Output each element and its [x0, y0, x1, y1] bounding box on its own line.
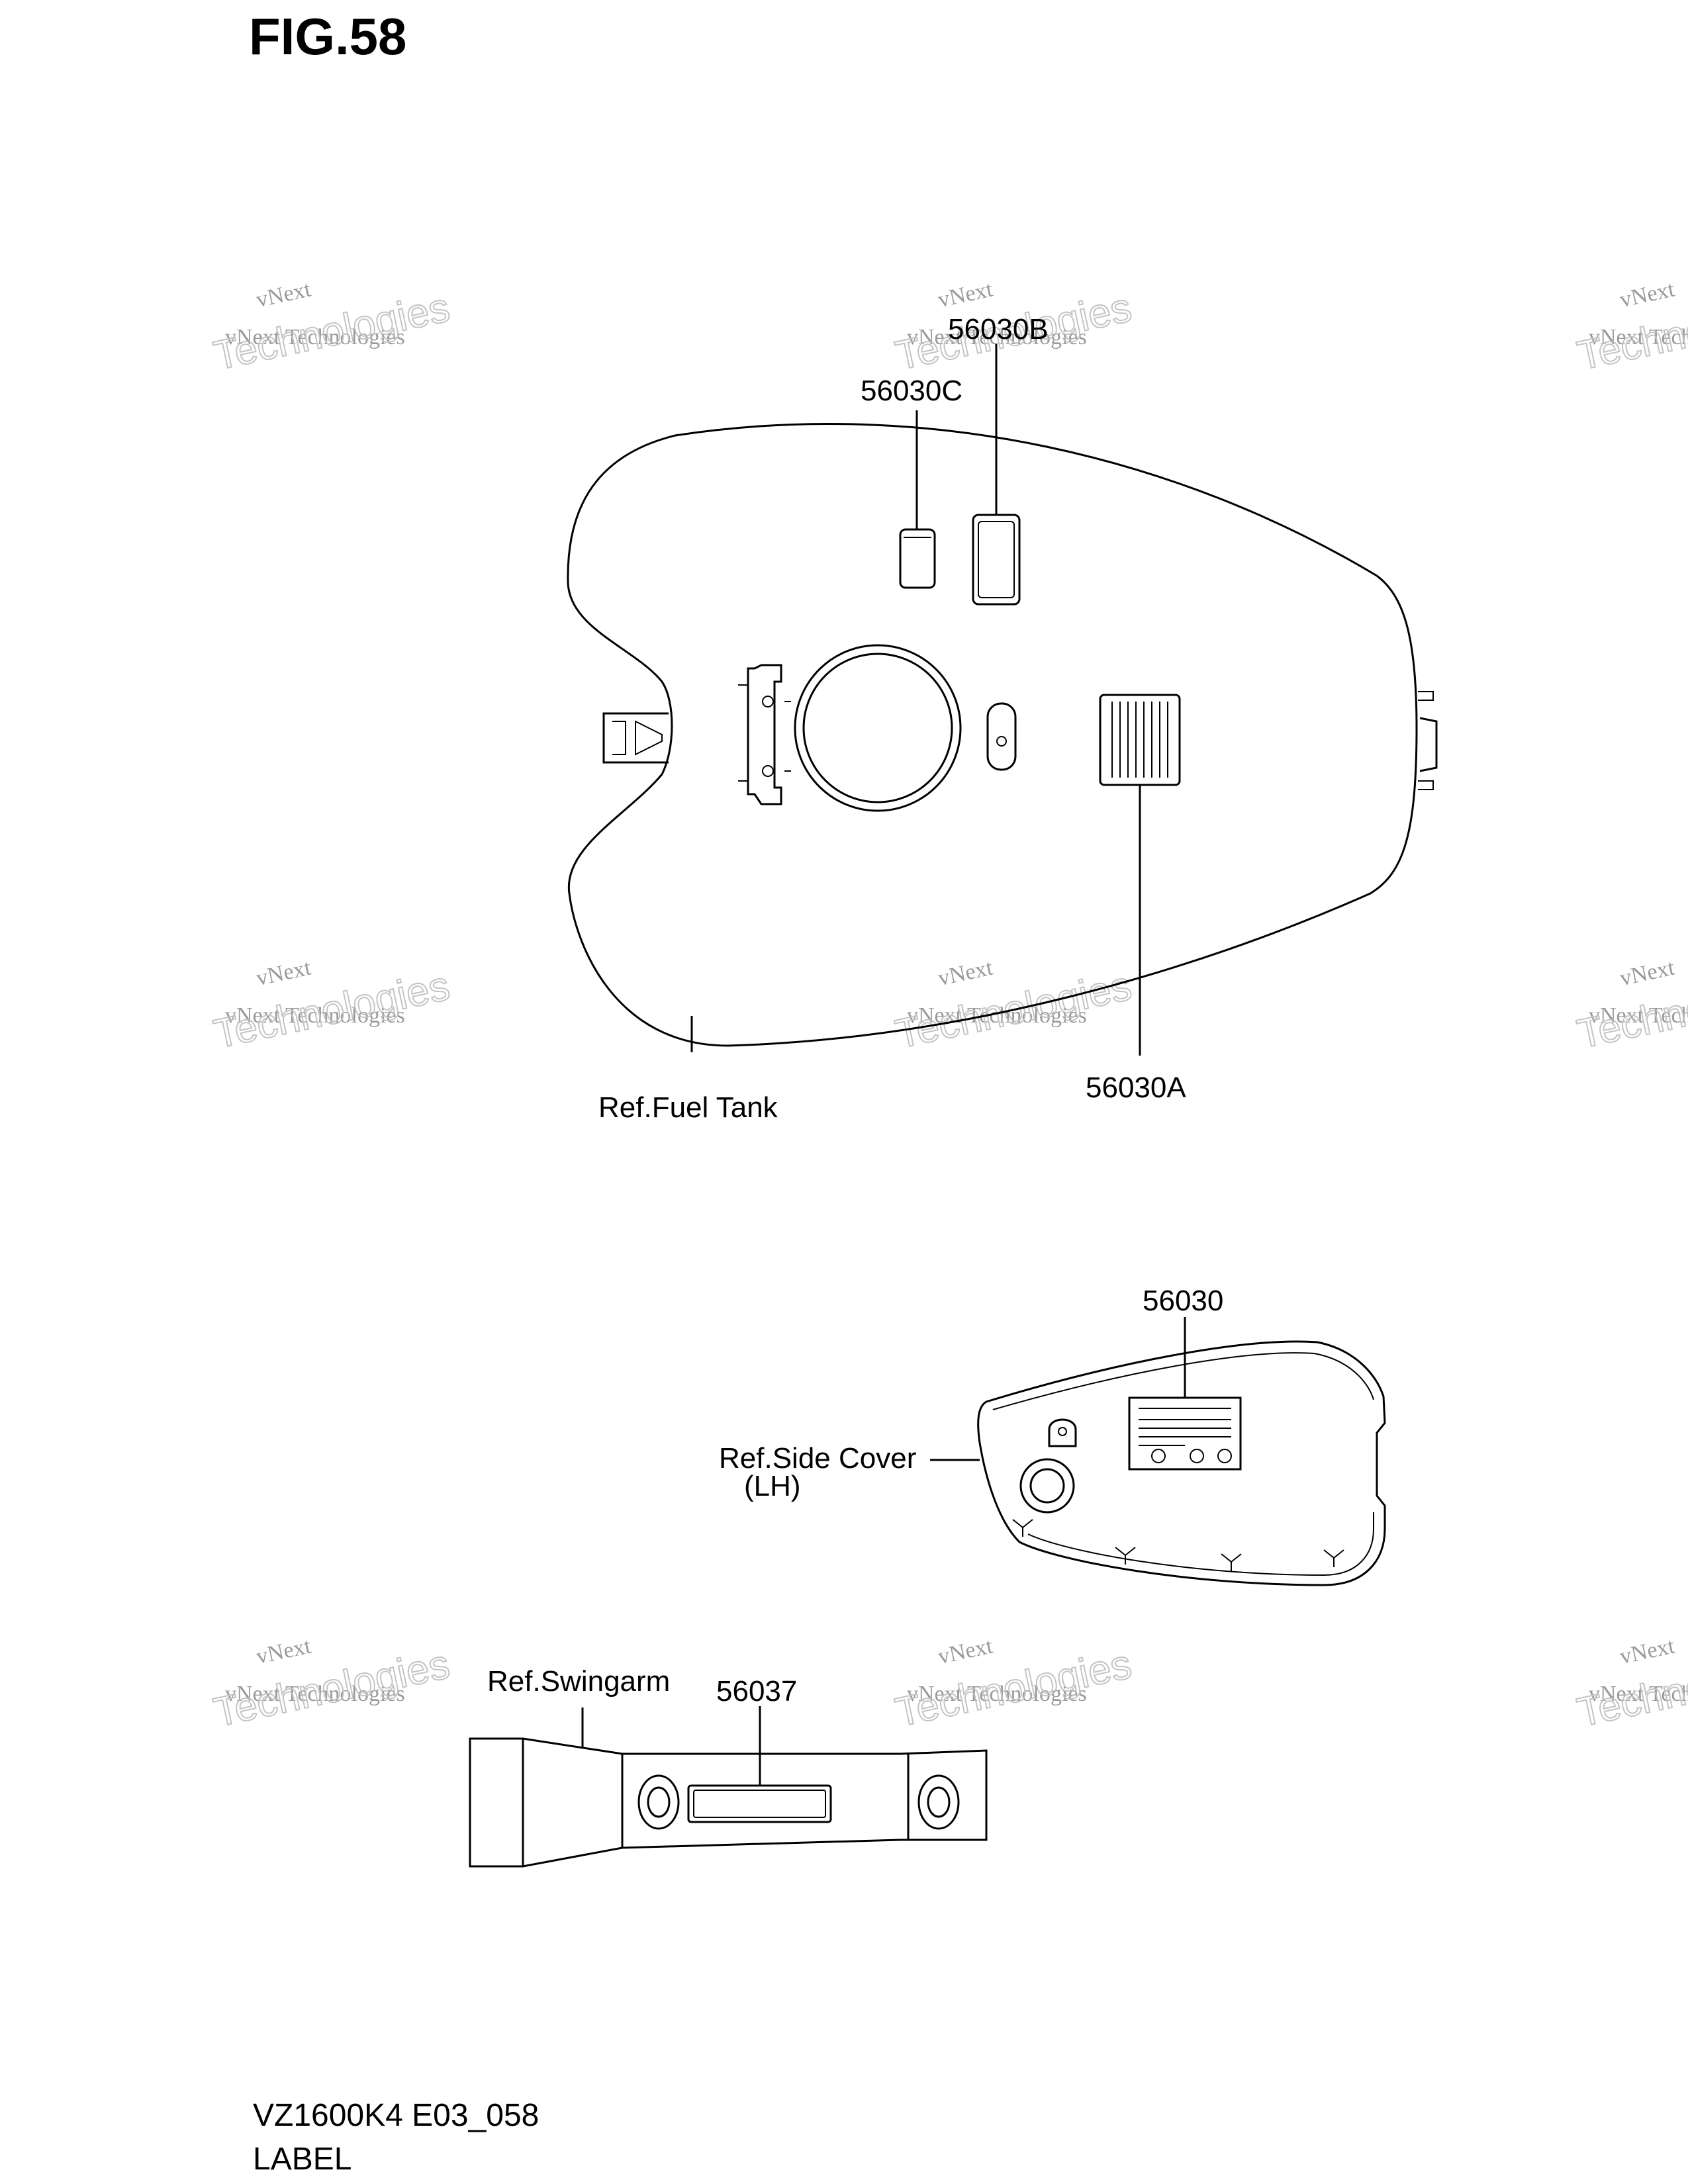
fuel-tank-rear-bolt	[1418, 691, 1434, 790]
callout-56030C: 56030C	[861, 375, 962, 407]
swingarm-boss-left-inner	[647, 1786, 671, 1818]
callout-side-cover-ref: Ref.Side Cover	[719, 1442, 916, 1475]
watermark-text: vNext Technologies	[1589, 1682, 1688, 1706]
watermark-mid-left: vNext vNext Technologies Technologies	[209, 955, 454, 1058]
watermark-text: vNext Technologies	[225, 1682, 405, 1706]
hinge-detail-lines	[738, 684, 791, 782]
watermark-text: Technologies	[210, 285, 453, 379]
watermark-text: vNext	[936, 1633, 996, 1669]
filler-latch-pin	[996, 736, 1007, 747]
label-56030-icon-c	[1217, 1449, 1232, 1463]
label-56030-icon-b	[1190, 1449, 1204, 1463]
watermark-text: vNext	[1618, 1633, 1677, 1669]
swingarm-boss-left-outer	[637, 1774, 680, 1830]
fuel-tank-front-tab-detail	[612, 720, 663, 756]
watermark-text: vNext Technologies	[1589, 1003, 1688, 1028]
watermark-text: vNext Technologies	[907, 1682, 1087, 1706]
label-56030C-on-tank	[899, 528, 936, 589]
watermark-top-right: vNext vNext Technologies Technologies	[1573, 277, 1688, 379]
callout-swingarm-ref: Ref.Swingarm	[487, 1665, 670, 1698]
watermark-text: Technologies	[210, 1641, 453, 1736]
fuel-tank-outline	[567, 422, 1418, 1047]
callout-fuel-tank-ref: Ref.Fuel Tank	[598, 1091, 778, 1124]
watermark-text: vNext	[1618, 277, 1677, 312]
callout-56030A: 56030A	[1086, 1071, 1186, 1104]
side-cover-clip	[1012, 1519, 1033, 1537]
fuel-tank-rear-mount	[1419, 717, 1438, 772]
callout-side-cover-lh: (LH)	[744, 1470, 801, 1502]
fuel-tank-front-tab	[602, 712, 669, 764]
swingarm-drawing	[469, 1737, 988, 1868]
filler-latch	[986, 702, 1017, 771]
label-56030B-on-tank	[972, 514, 1021, 606]
label-56030A-hatching	[1111, 702, 1168, 778]
figure-title: FIG.58	[249, 7, 406, 66]
callout-56030: 56030	[1143, 1285, 1223, 1317]
label-56037-on-swingarm	[687, 1784, 832, 1823]
hinge-bolt-top	[762, 696, 774, 707]
watermark-mid-center: vNext vNext Technologies Technologies	[891, 955, 1136, 1058]
side-cover-grommet-inner	[1029, 1468, 1065, 1504]
swingarm-boss-right-inner	[927, 1786, 951, 1818]
label-56030B-inner	[978, 521, 1015, 598]
footer-group-name: LABEL	[253, 2142, 352, 2177]
side-cover-outline	[977, 1340, 1386, 1586]
callout-56030B: 56030B	[948, 313, 1049, 345]
side-cover-grommet-outer	[1019, 1458, 1075, 1514]
label-56030-icon-a	[1151, 1449, 1166, 1463]
fuel-filler-ring-inner	[802, 653, 953, 803]
watermark-bottom-center: vNext vNext Technologies Technologies	[891, 1633, 1136, 1736]
side-cover-clip	[1221, 1553, 1242, 1571]
side-cover-tab-hole	[1058, 1427, 1067, 1436]
watermark-text: vNext Technologies	[1589, 325, 1688, 349]
label-56030-text-lines	[1139, 1408, 1231, 1446]
watermark-text: Technologies	[892, 1641, 1135, 1736]
fuel-filler-ring-outer	[794, 644, 962, 812]
watermark-text: vNext Technologies	[225, 325, 405, 349]
callout-56037: 56037	[716, 1675, 797, 1707]
watermark-mid-right: vNext vNext Technologies Technologies	[1573, 955, 1688, 1058]
watermark-text: vNext	[254, 1633, 314, 1669]
watermark-text: vNext	[936, 955, 996, 991]
swingarm-outline	[469, 1737, 988, 1868]
side-cover-drawing	[977, 1340, 1386, 1586]
watermark-text: vNext	[254, 955, 314, 991]
fuel-tank-drawing	[567, 422, 1438, 1047]
filler-hinge-bracket	[747, 664, 782, 805]
hinge-bolt-bottom	[762, 765, 774, 777]
watermark-bottom-right: vNext vNext Technologies Technologies	[1573, 1633, 1688, 1736]
side-cover-inner-edge	[992, 1352, 1374, 1576]
side-cover-clip	[1115, 1547, 1136, 1565]
label-56037-inner	[693, 1790, 826, 1818]
watermark-text: vNext	[936, 277, 996, 312]
side-cover-tab	[1048, 1418, 1077, 1447]
watermark-text: vNext	[1618, 955, 1677, 991]
watermark-text: Technologies	[210, 963, 453, 1058]
watermark-text: vNext	[254, 277, 314, 312]
watermark-bottom-left: vNext vNext Technologies Technologies	[209, 1633, 454, 1736]
swingarm-boss-right-outer	[917, 1774, 960, 1830]
footer-model-code: VZ1600K4 E03_058	[253, 2098, 539, 2133]
watermark-top-left: vNext vNext Technologies Technologies	[209, 277, 454, 379]
watermark-text: vNext Technologies	[225, 1003, 405, 1028]
side-cover-clip	[1323, 1549, 1344, 1567]
